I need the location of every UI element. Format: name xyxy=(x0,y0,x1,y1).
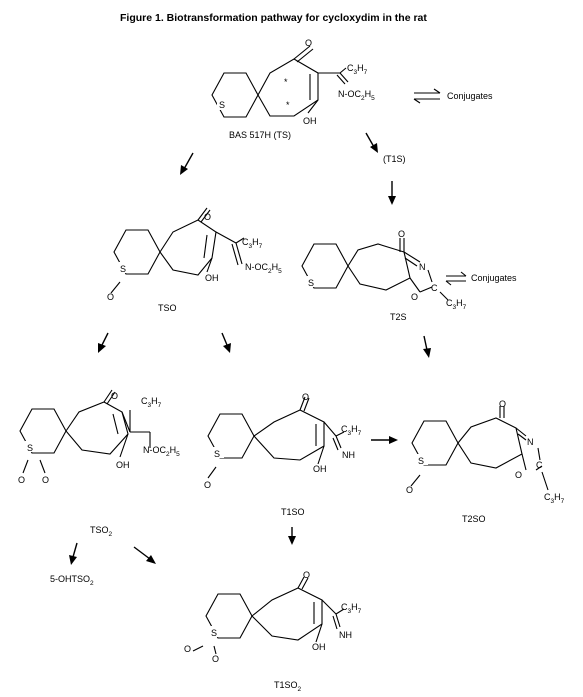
hydroxyl-group: OH xyxy=(313,464,327,474)
arrow xyxy=(133,546,151,560)
oxygen-atom: O xyxy=(406,485,413,495)
stereo-star: * xyxy=(284,77,288,87)
oxygen-atom: O xyxy=(411,292,418,302)
arrow-head xyxy=(389,436,398,444)
oxygen-atom: O xyxy=(499,399,506,409)
label-t1so2: T1SO2 xyxy=(274,680,302,693)
equilibrium-arrow xyxy=(445,271,467,286)
oxygen-atom: O xyxy=(515,470,522,480)
oxygen-atom: O xyxy=(303,570,310,580)
propyl-group: C3H7 xyxy=(446,298,467,311)
hydroxyl-group: OH xyxy=(205,273,219,283)
structure-t1so2 xyxy=(192,576,345,655)
label-t1s: (T1S) xyxy=(383,154,406,164)
arrow xyxy=(72,542,78,558)
label-conjugates: Conjugates xyxy=(471,273,517,283)
oxygen-atom: O xyxy=(42,475,49,485)
propyl-group: C3H7 xyxy=(347,63,368,76)
ethoxyimino-group: N-OC2H5 xyxy=(143,445,180,458)
propyl-group: C3H7 xyxy=(544,492,565,505)
structure-t2s xyxy=(301,238,449,301)
sulfur-atom: S xyxy=(219,100,225,110)
oxygen-atom: O xyxy=(305,38,312,48)
carbon-atom: C xyxy=(431,283,438,293)
arrow-head xyxy=(180,165,188,175)
arrow-head xyxy=(370,143,378,153)
propyl-group: C3H7 xyxy=(141,396,162,409)
arrow-head xyxy=(98,343,106,353)
sulfur-atom: S xyxy=(308,278,314,288)
sulfur-atom: S xyxy=(214,449,220,459)
oxygen-atom: O xyxy=(302,392,309,402)
oxygen-atom: O xyxy=(18,475,25,485)
ethoxyimino-group: N-OC2H5 xyxy=(338,89,375,102)
arrow-head xyxy=(388,196,396,205)
structure-tso xyxy=(110,207,245,294)
figure-title: Figure 1. Biotransformation pathway for … xyxy=(120,12,427,24)
arrow-head xyxy=(146,555,156,564)
arrow-head xyxy=(69,555,77,565)
imine-group: NH xyxy=(339,630,352,640)
oxygen-atom: O xyxy=(111,391,118,401)
label-tso: TSO xyxy=(158,303,177,313)
oxygen-atom: O xyxy=(107,292,114,302)
oxygen-atom: O xyxy=(204,480,211,490)
oxygen-atom: O xyxy=(212,654,219,664)
ethoxyimino-group: N-OC2H5 xyxy=(245,262,282,275)
label-bas517h: BAS 517H (TS) xyxy=(229,130,291,140)
oxygen-atom: O xyxy=(184,644,191,654)
propyl-group: C3H7 xyxy=(341,602,362,615)
arrow xyxy=(183,152,194,170)
hydroxyl-group: OH xyxy=(312,642,326,652)
structure-tso2 xyxy=(19,389,151,474)
carbon-atom: C xyxy=(536,460,543,470)
sulfur-atom: S xyxy=(27,443,33,453)
arrow-head xyxy=(423,348,431,358)
equilibrium-arrow xyxy=(413,88,441,104)
sulfur-atom: S xyxy=(120,264,126,274)
oxygen-atom: O xyxy=(398,229,405,239)
arrow xyxy=(221,332,228,346)
sulfur-atom: S xyxy=(418,456,424,466)
hydroxyl-group: OH xyxy=(116,460,130,470)
arrow-head xyxy=(288,536,296,545)
nitrogen-atom: N xyxy=(419,262,426,272)
label-5-ohtso2: 5-OHTSO2 xyxy=(50,574,94,587)
nitrogen-atom: N xyxy=(527,437,534,447)
label-t1so: T1SO xyxy=(281,507,305,517)
label-tso2: TSO2 xyxy=(90,525,113,538)
arrow xyxy=(101,332,109,346)
arrow xyxy=(423,335,428,351)
arrow-head xyxy=(223,343,231,353)
structure-t2so xyxy=(410,406,549,491)
structure-t1so xyxy=(207,396,345,479)
arrow xyxy=(365,132,375,148)
label-t2s: T2S xyxy=(390,312,407,322)
structure-bas517h xyxy=(211,45,349,118)
label-t2so: T2SO xyxy=(462,514,486,524)
propyl-group: C3H7 xyxy=(242,237,263,250)
propyl-group: C3H7 xyxy=(341,424,362,437)
hydroxyl-group: OH xyxy=(303,116,317,126)
label-conjugates: Conjugates xyxy=(447,91,493,101)
oxygen-atom: O xyxy=(204,212,211,222)
stereo-star: * xyxy=(286,100,290,110)
imine-group: NH xyxy=(342,450,355,460)
sulfur-atom: S xyxy=(211,628,217,638)
